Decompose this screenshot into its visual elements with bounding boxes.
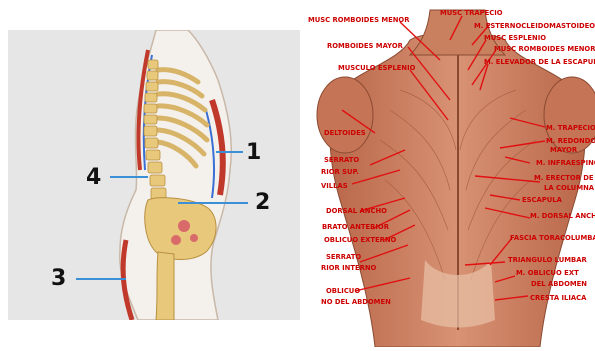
label-oblicuo-left-2: NO DEL ABDOMEN bbox=[321, 298, 391, 306]
label-number-4: 4 bbox=[86, 167, 101, 189]
label-musc-romboides-menor-right: MUSC ROMBOIDES MENOR bbox=[494, 45, 595, 53]
label-cresta-iliaca: CRESTA ILIACA bbox=[530, 294, 587, 302]
label-triangulo: TRIANGULO LUMBAR bbox=[508, 256, 587, 264]
label-m-esternocleido: M. ESTERNOCLEIDOMASTOIDEO bbox=[474, 22, 595, 30]
left-deltoid bbox=[317, 77, 373, 153]
label-romboides-mayor: ROMBOIDES MAYOR bbox=[327, 42, 404, 50]
label-brato-anterior: BRATO ANTERIOR bbox=[322, 223, 390, 231]
label-musc-esplenio: MUSC ESPLENIO bbox=[484, 34, 546, 42]
label-m-trapecio-right: M. TRAPECIO bbox=[546, 124, 595, 132]
label-serrato-sup-2: RIOR SUP. bbox=[321, 168, 359, 176]
label-oblicuo-externo: OBLICUO EXTERNO bbox=[324, 236, 397, 244]
label-dorsal-ancho-left: DORSAL ANCHO bbox=[326, 207, 387, 215]
label-m-redondo: M. REDONDO bbox=[546, 137, 595, 145]
femur bbox=[156, 252, 174, 320]
label-m-dorsal-ancho: M. DORSAL ANCHO bbox=[530, 212, 595, 220]
label-m-oblicuo-ext-1: M. OBLICUO EXT bbox=[516, 269, 579, 277]
label-mayor: MAYOR bbox=[550, 146, 578, 154]
label-serrato-inf-1: SERRATO bbox=[326, 253, 361, 261]
label-oblicuo-left-1: OBLICUO bbox=[326, 287, 360, 295]
label-villas: VILLAS bbox=[321, 182, 348, 190]
label-m-erector-1: M. ERECTOR DE bbox=[534, 174, 594, 182]
label-fascia: FASCIA TORACOLUMBAR bbox=[510, 234, 595, 242]
label-infraespinoso: M. INFRAESPINOSO bbox=[536, 159, 595, 167]
label-musculo-esplenio: MUSCULO ESPLENIO bbox=[338, 64, 416, 72]
label-musc-romboides-menor: MUSC ROMBOIDES MENOR bbox=[308, 16, 410, 24]
label-musc-trapecio: MUSC TRAPECIO bbox=[440, 9, 503, 17]
label-serrato-inf-2: RIOR INTERNO bbox=[321, 264, 377, 272]
label-number-1: 1 bbox=[246, 142, 261, 164]
label-number-3: 3 bbox=[51, 268, 66, 290]
label-m-erector-2: LA COLUMNA bbox=[544, 184, 595, 192]
back-muscles-panel: MUSC TRAPECIO MUSC ROMBOIDES MENOR M. ES… bbox=[300, 0, 595, 347]
label-serrato-sup-1: SERRATO bbox=[324, 156, 359, 164]
label-m-elevador: M. ELEVADOR DE LA ESCAPULA bbox=[484, 58, 595, 66]
label-number-2: 2 bbox=[255, 192, 270, 214]
label-m-oblicuo-ext-2: DEL ABDOMEN bbox=[531, 280, 587, 288]
label-deltoides: DELTOIDES bbox=[324, 129, 366, 137]
label-escapula: ESCAPULA bbox=[522, 196, 563, 204]
back-muscles-drawing: MUSC TRAPECIO MUSC ROMBOIDES MENOR M. ES… bbox=[300, 0, 595, 347]
